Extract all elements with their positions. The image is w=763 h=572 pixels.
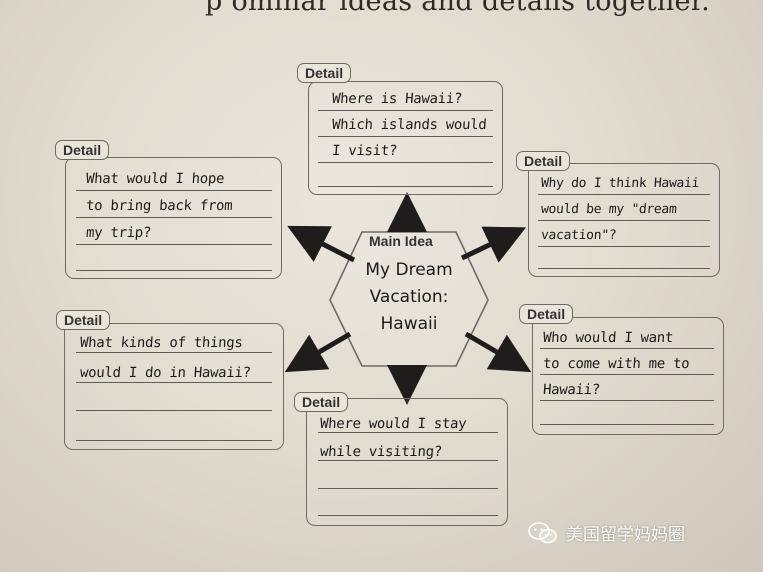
writing-line bbox=[540, 400, 714, 401]
arrow-lower-right bbox=[464, 331, 532, 373]
writing-line bbox=[76, 410, 272, 411]
writing-line bbox=[318, 186, 493, 187]
handwritten-answer: Hawaii? bbox=[542, 382, 601, 398]
writing-line bbox=[540, 424, 714, 425]
handwritten-answer: my trip? bbox=[85, 225, 152, 241]
main-idea-line: My Dream bbox=[365, 260, 453, 280]
handwritten-answer: would be my "dream bbox=[540, 202, 678, 217]
writing-line bbox=[540, 374, 714, 375]
writing-line bbox=[76, 270, 272, 271]
writing-line bbox=[318, 162, 493, 163]
detail-tab: Detail bbox=[297, 63, 352, 83]
writing-line bbox=[318, 515, 498, 516]
detail-card bbox=[64, 323, 284, 450]
handwritten-answer: Why do I think Hawaii bbox=[540, 176, 700, 191]
handwritten-answer: Where is Hawaii? bbox=[331, 91, 463, 107]
writing-line bbox=[538, 268, 710, 269]
handwritten-answer: What would I hope bbox=[85, 171, 225, 187]
main-idea-line: Vacation: bbox=[369, 287, 449, 307]
writing-line bbox=[318, 136, 493, 137]
writing-line bbox=[318, 432, 498, 433]
detail-tab: Detail bbox=[519, 304, 574, 324]
handwritten-answer: What kinds of things bbox=[79, 335, 244, 351]
writing-line bbox=[540, 348, 714, 349]
writing-line bbox=[76, 190, 272, 191]
detail-card bbox=[532, 317, 724, 435]
handwritten-answer: Who would I want bbox=[542, 330, 674, 346]
writing-line bbox=[76, 440, 272, 441]
main-idea-line: Hawaii bbox=[380, 314, 438, 334]
arrow-upper-left bbox=[287, 225, 356, 263]
worksheet-heading: p ominar ideas and details together. bbox=[205, 0, 710, 17]
handwritten-answer: Where would I stay bbox=[319, 416, 467, 432]
main-idea-hexagon bbox=[329, 231, 489, 367]
writing-line bbox=[538, 194, 710, 195]
detail-card bbox=[306, 398, 508, 526]
writing-line bbox=[318, 488, 498, 489]
arrow-lower-left bbox=[284, 331, 352, 373]
writing-line bbox=[76, 382, 272, 383]
wechat-icon bbox=[528, 521, 557, 543]
arrow-upper-right bbox=[460, 226, 527, 263]
handwritten-answer: while visiting? bbox=[319, 444, 443, 460]
detail-tab: Detail bbox=[516, 151, 571, 171]
main-idea-label: Main Idea bbox=[369, 233, 433, 249]
handwritten-answer: would I do in Hawaii? bbox=[79, 365, 252, 381]
detail-card bbox=[308, 81, 503, 195]
writing-line bbox=[76, 352, 272, 353]
handwritten-answer: Which islands would bbox=[331, 117, 488, 133]
detail-tab: Detail bbox=[56, 310, 111, 330]
detail-tab: Detail bbox=[294, 392, 349, 412]
writing-line bbox=[318, 460, 498, 461]
writing-line bbox=[538, 246, 710, 247]
writing-line bbox=[318, 110, 493, 111]
watermark: 美国留学妈妈圈 bbox=[528, 520, 685, 545]
watermark-text: 美国留学妈妈圈 bbox=[566, 525, 685, 545]
writing-line bbox=[538, 220, 710, 221]
main-idea-title: My Dream Vacation: Hawaii bbox=[350, 257, 468, 338]
handwritten-answer: I visit? bbox=[331, 143, 398, 159]
handwritten-answer: vacation"? bbox=[540, 228, 617, 243]
handwritten-answer: to bring back from bbox=[85, 198, 233, 214]
writing-line bbox=[76, 217, 272, 218]
writing-line bbox=[76, 244, 272, 245]
detail-tab: Detail bbox=[55, 140, 110, 160]
detail-card bbox=[65, 157, 282, 279]
handwritten-answer: to come with me to bbox=[542, 356, 690, 372]
